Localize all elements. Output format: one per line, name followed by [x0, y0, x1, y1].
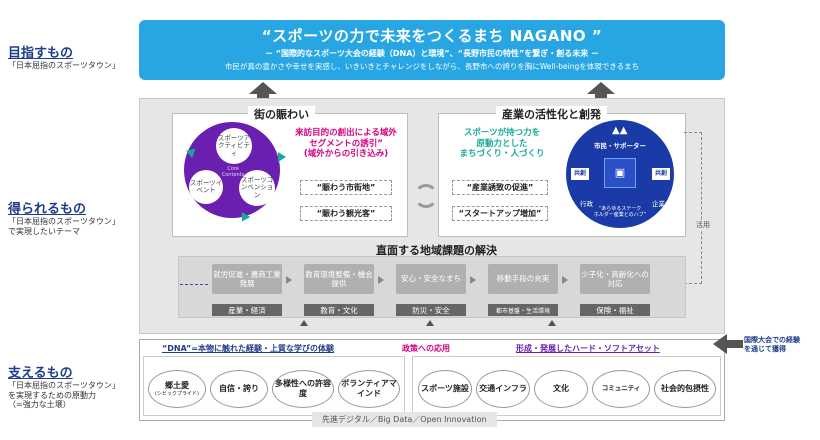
issue-education: 教育環境整備・機会提供 [304, 264, 374, 294]
oval-civic-pride-small: (シビックプライド) [155, 390, 199, 397]
hub-companies: 企業 [652, 200, 665, 208]
gain-title: 得られるもの [8, 202, 87, 217]
people-icon: ▲▲ [612, 125, 628, 136]
goal-title: 目指すもの [8, 46, 74, 61]
up-arrow-small [426, 320, 434, 326]
foundation-footer: 先進デジタル／Big Data／Open Innovation [312, 412, 497, 427]
issue-arrow-icon [378, 276, 384, 284]
sports-power-line3: まちづくり・人づくり [459, 149, 545, 160]
issue-label-industry: 産業・経済 [212, 304, 282, 316]
oval-confidence: 自信・誇り [210, 370, 268, 408]
gain-sub2: で実現したいテーマ [8, 226, 80, 236]
assets-heading: 形成・発展したハード・ソフトアセット [516, 344, 660, 353]
issues-dotted-line [180, 284, 208, 285]
visit-purpose-line2: セグメントの誘引” [309, 138, 383, 149]
support-title: 支えるもの [8, 366, 73, 381]
cycle-arrow-icon [278, 152, 286, 162]
hub-caption: “あらゆるステーク ホルダー産業とのハブ” [588, 206, 652, 218]
acquired-arrow-icon [713, 334, 727, 354]
issue-safety: 安心・安全なまち [396, 264, 466, 294]
issue-employment: 就労促進・農商工業発展 [212, 264, 282, 294]
acquired-note-line2: を通じて獲得 [744, 345, 786, 354]
up-arrow-small [300, 320, 308, 326]
support-sub3: （=強力な土壌） [8, 400, 71, 410]
issue-label-disaster: 防災・安全 [396, 304, 466, 316]
oval-civic-pride-main: 郷土愛 [165, 381, 189, 391]
oval-transport-infra: 交通インフラ [476, 370, 530, 408]
acquired-note: 国際大会での経験 を通じて獲得 [744, 336, 800, 354]
vision-banner: “スポーツの力で未来をつくるまち NAGANO ” － “国際的なスポーツ大会の… [139, 20, 725, 80]
assets-box [412, 356, 721, 416]
liveliness-title: 街の賑わい [248, 106, 315, 122]
acquired-arrow-stem [727, 340, 743, 348]
sports-power-line2: 原動力とした [476, 138, 528, 149]
oval-sports-facility: スポーツ施設 [418, 370, 472, 408]
acquired-note-line1: 国際大会での経験 [744, 336, 800, 344]
visit-purpose-line1: 来訪目的の創出による域外 [295, 128, 397, 138]
issue-arrow-icon [286, 276, 292, 284]
hub-caption-line1: “あらゆるステーク [598, 206, 642, 212]
issue-arrow-icon [470, 276, 476, 284]
sports-power-heading: スポーツが持つ力を 原動力とした まちづくり・人づくり [444, 128, 560, 160]
industry-attraction-box: “産業誘致の促進” [452, 180, 548, 195]
support-label-block: 支えるもの 「日本屈指のスポーツタウン」 を実現するための原動力 （=強力な土壌… [8, 362, 120, 410]
cocreation-tag-right: 共創 [652, 168, 670, 180]
visit-purpose-heading: 来訪目的の創出による域外 セグメントの誘引” (域外からの引き込み) [288, 128, 404, 160]
vision-description: 市民が真の豊かさや幸せを実感し、いきいきとチャレンジをしながら、長野市への誇りを… [224, 62, 640, 71]
industry-title: 産業の活性化と創発 [496, 106, 607, 122]
oval-diversity: 多様性への許容度 [272, 370, 334, 408]
oval-community: コミュニティ [592, 370, 650, 408]
issue-label-education: 教育・文化 [304, 304, 374, 316]
hub-citizens: 市民・サポーター [594, 142, 646, 150]
stadium-icon: ▣ [604, 158, 636, 188]
bustling-tourists-box: “賑わう観光客” [300, 206, 392, 221]
hub-government: 行政 [580, 200, 593, 208]
goal-label-block: 目指すもの 「日本屈指のスポーツタウン」 [8, 42, 120, 71]
up-arrow-right [587, 82, 615, 98]
cocreation-tag-left: 共創 [571, 168, 589, 180]
issues-title: 直面する地域課題の解決 [376, 244, 497, 257]
up-arrow-small [548, 320, 556, 326]
oval-volunteer: ボランティアマインド [338, 370, 400, 408]
issue-transport: 移動手段の充実 [488, 264, 558, 294]
utilization-connector [684, 132, 702, 284]
vision-subtitle: － “国際的なスポーツ大会の経験（DNA）と環境”、“長野市民の特性”を繋ぎ・創… [265, 49, 599, 58]
sports-power-line1: スポーツが持つ力を [463, 128, 541, 138]
bustling-downtown-box: “賑わう市街地” [300, 180, 392, 195]
issue-arrow-icon [562, 276, 568, 284]
support-sub2: を実現するための原動力 [8, 390, 96, 400]
oval-civic-pride: 郷土愛(シビックプライド) [148, 370, 206, 408]
gain-sub1: 「日本屈指のスポーツタウン」 [8, 217, 120, 226]
dna-box [143, 356, 405, 416]
oval-culture: 文化 [534, 370, 588, 408]
circle-sports-convention: スポーツコンベンション [239, 170, 275, 206]
policy-application-label: 政策への応用 [402, 344, 450, 353]
gain-label-block: 得られるもの 「日本屈指のスポーツタウン」 で実現したいテーマ [8, 198, 120, 236]
up-arrow-left [249, 82, 277, 98]
issue-aging: 少子化・高齢化への対応 [580, 264, 650, 294]
vision-title: “スポーツの力で未来をつくるまち NAGANO ” [261, 27, 603, 45]
startup-increase-box: “スタートアップ増加” [452, 206, 548, 221]
refresh-cycle-icon [414, 184, 438, 208]
dna-heading: “DNA”=本物に触れた経験・上質な学びの体験 [162, 344, 335, 353]
circle-sports-activity: スポーツアクティビティ [216, 128, 252, 164]
circle-sports-event: スポーツイベント [189, 170, 223, 204]
core-contents-label: Core Contents [221, 166, 245, 178]
goal-sub: 「日本屈指のスポーツタウン」 [8, 61, 120, 70]
support-sub1: 「日本屈指のスポーツタウン」 [8, 381, 120, 390]
issue-label-welfare: 保険・福祉 [580, 304, 650, 316]
oval-social-inclusion: 社会的包摂性 [654, 370, 716, 408]
hub-caption-line2: ホルダー産業とのハブ” [593, 212, 647, 218]
visit-purpose-line3: (域外からの引き込み) [303, 149, 389, 160]
issue-label-urban: 都市基盤・生活環境 [488, 304, 558, 316]
utilization-label: 活用 [696, 220, 710, 230]
